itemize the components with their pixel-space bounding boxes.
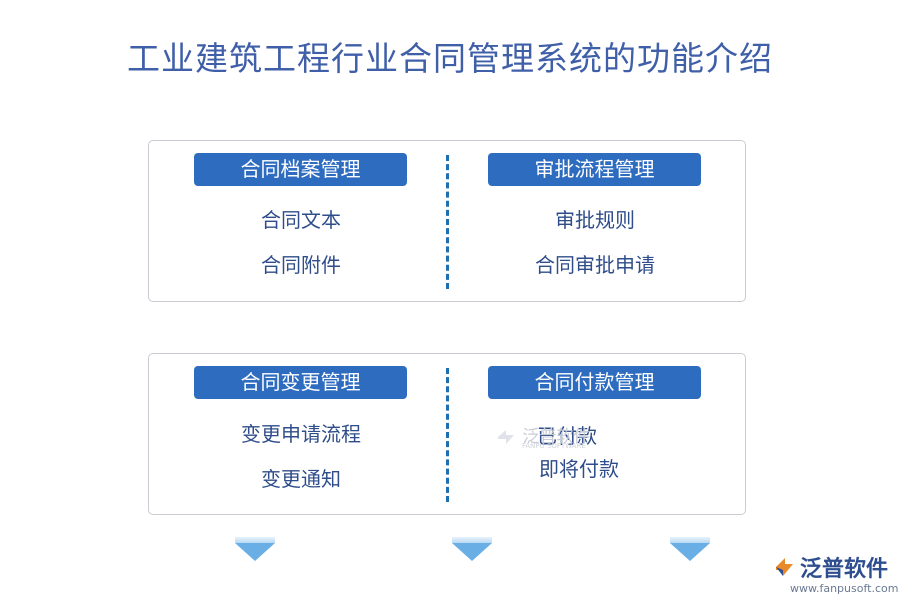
item-change-notice: 变更通知 xyxy=(261,467,341,491)
watermark-logo-icon xyxy=(498,430,514,444)
page-title: 工业建筑工程行业合同管理系统的功能介绍 xyxy=(127,39,773,78)
watermark: 泛普软件 xyxy=(495,422,590,447)
divider-dashed xyxy=(446,368,449,502)
watermark-text: 泛普软件 xyxy=(522,427,591,447)
item-contract-text: 合同文本 xyxy=(261,208,341,232)
divider-dashed xyxy=(446,155,449,289)
item-contract-attachment: 合同附件 xyxy=(261,253,341,277)
brand-mark-icon xyxy=(776,558,793,576)
item-upcoming-payment: 即将付款 xyxy=(539,457,619,481)
header-contract-archive: 合同档案管理 xyxy=(194,153,407,186)
down-arrow-icon xyxy=(670,537,710,561)
down-arrow-icon xyxy=(452,537,492,561)
down-arrow-icon xyxy=(235,537,275,561)
panel-change-payment: 合同变更管理 变更申请流程 变更通知 合同付款管理 已付款 即将付款 xyxy=(148,353,746,515)
item-approval-rules: 审批规则 xyxy=(555,208,635,232)
item-contract-approval-request: 合同审批申请 xyxy=(535,253,655,277)
panel-archive-approval: 合同档案管理 合同文本 合同附件 审批流程管理 审批规则 合同审批申请 xyxy=(148,140,746,302)
header-contract-payment: 合同付款管理 xyxy=(488,366,701,399)
brand-logo: 泛普软件 xyxy=(772,554,889,582)
watermark-sub: FANPU SOFTWARE xyxy=(522,442,586,450)
header-contract-change: 合同变更管理 xyxy=(194,366,407,399)
brand-name: 泛普软件 xyxy=(800,557,889,582)
brand-url: www.fanpusoft.com xyxy=(790,582,899,595)
header-approval-flow: 审批流程管理 xyxy=(488,153,701,186)
item-change-request-flow: 变更申请流程 xyxy=(241,422,361,446)
item-paid: 已付款 xyxy=(537,424,597,448)
